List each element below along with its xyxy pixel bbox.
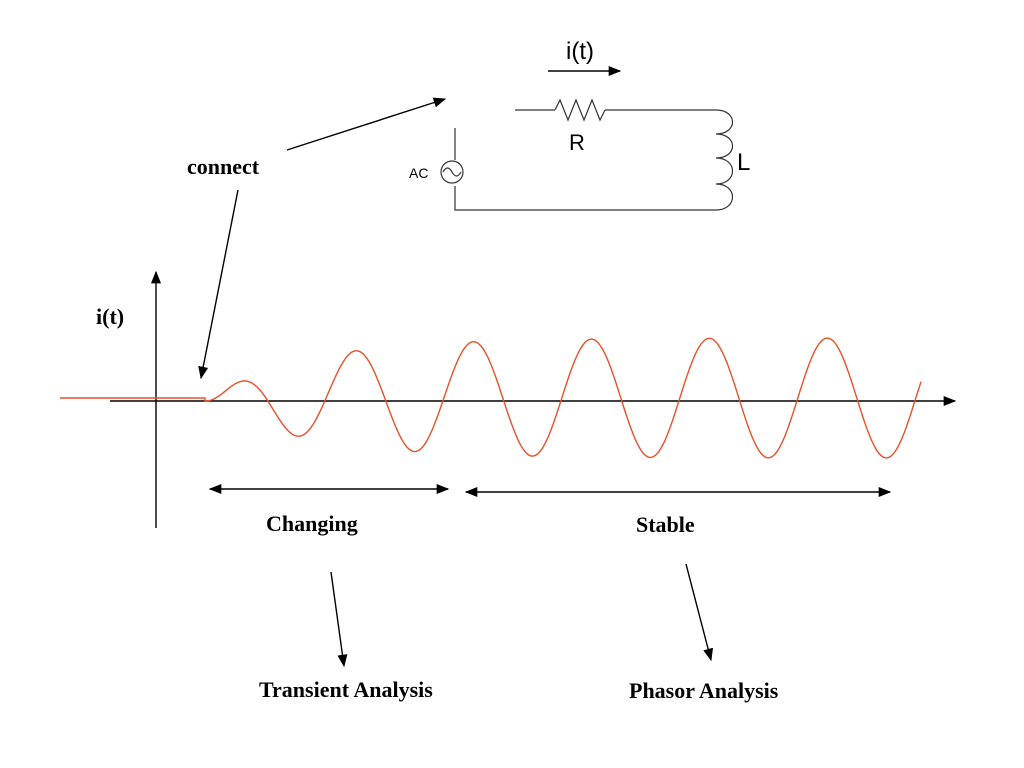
connect-arrow-to-circuit (286, 97, 447, 151)
transient-analysis-label: Transient Analysis (259, 677, 433, 702)
ac-wave-icon (442, 167, 462, 177)
source-label: AC (409, 165, 428, 181)
bottom-wire (454, 186, 716, 211)
ac-source-symbol (440, 160, 464, 184)
current-waveform (60, 337, 922, 459)
current-arrow-label: i(t) (566, 38, 594, 65)
resistor-label: R (569, 130, 585, 155)
y-axis-label: i(t) (96, 304, 124, 329)
connect-label: connect (187, 154, 260, 179)
connect-arrow-to-waveform (198, 189, 239, 380)
phasor-analysis-label: Phasor Analysis (629, 678, 779, 703)
transient-arrow (330, 571, 348, 668)
rl-circuit (440, 98, 733, 211)
resistor-symbol (554, 98, 606, 122)
inductor-symbol (715, 109, 733, 211)
phasor-arrow (685, 563, 714, 662)
inductor-label: L (737, 149, 750, 176)
changing-label: Changing (266, 511, 358, 536)
stable-label: Stable (636, 512, 695, 537)
